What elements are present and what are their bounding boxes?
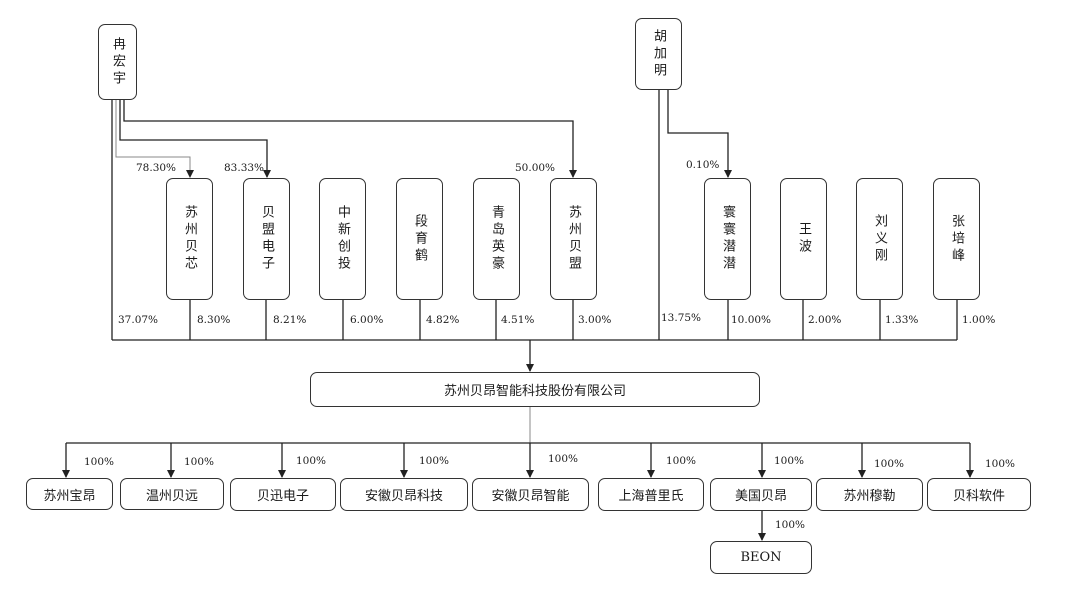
subsidiary-shanghai-pulishi: 上海普里氏 <box>598 478 704 511</box>
pct-sub-beon: 100% <box>775 519 806 531</box>
subsidiary-suzhou-muqin: 苏州穆勒 <box>816 478 923 511</box>
pct-sub-us: 100% <box>774 455 805 467</box>
shareholder-duan-yuhe: 段育鹤 <box>396 178 443 300</box>
pct-ran-to-beixin: 78.30% <box>136 162 177 174</box>
pct-sub-baoang: 100% <box>84 456 115 468</box>
pct-hu-direct: 13.75% <box>661 312 702 324</box>
pct-zhongxin: 6.00% <box>350 314 384 326</box>
pct-ran-direct: 37.07% <box>118 314 159 326</box>
pct-hu-to-qianqian: 0.10% <box>686 159 720 171</box>
subsidiary-beon: BEON <box>710 541 812 574</box>
subsidiary-beixun-dianzi: 贝迅电子 <box>230 478 336 511</box>
shareholder-ran-hongyu: 冉宏宇 <box>98 24 137 100</box>
subsidiary-us-beiang: 美国贝昂 <box>710 478 812 511</box>
shareholder-zhongxin-chuangtou: 中新创投 <box>319 178 366 300</box>
subsidiary-beike-ruanjian: 贝科软件 <box>927 478 1031 511</box>
pct-sub-muqin: 100% <box>874 458 905 470</box>
subsidiary-anhui-beiang-tech: 安徽贝昂科技 <box>340 478 468 511</box>
shareholder-qingdao-yinghao: 青岛英豪 <box>473 178 520 300</box>
subsidiary-anhui-beiang-smart: 安徽贝昂智能 <box>472 478 589 511</box>
pct-zhangpeifeng: 1.00% <box>962 314 996 326</box>
shareholder-qianqian: 寰寰潜潜 <box>704 178 751 300</box>
shareholder-suzhou-beimeng: 苏州贝盟 <box>550 178 597 300</box>
pct-ran-to-suzhou-beimeng: 50.00% <box>515 162 556 174</box>
pct-sub-anhui-tech: 100% <box>419 455 450 467</box>
pct-suzhou-beimeng: 3.00% <box>578 314 612 326</box>
shareholder-liu-yigang: 刘义刚 <box>856 178 903 300</box>
pct-beimeng-dianzi: 8.21% <box>273 314 307 326</box>
pct-ran-to-beimeng-dianzi: 83.33% <box>224 162 265 174</box>
shareholder-zhang-peifeng: 张培峰 <box>933 178 980 300</box>
pct-sub-beiyuan: 100% <box>184 456 215 468</box>
pct-qingdao: 4.51% <box>501 314 535 326</box>
shareholder-suzhou-beixin: 苏州贝芯 <box>166 178 213 300</box>
shareholder-hu-jiaming: 胡加明 <box>635 18 682 90</box>
shareholder-wang-bo: 王波 <box>780 178 827 300</box>
pct-sub-software: 100% <box>985 458 1016 470</box>
subsidiary-suzhou-baoang: 苏州宝昂 <box>26 478 113 510</box>
pct-wangbo: 2.00% <box>808 314 842 326</box>
pct-sub-puli: 100% <box>666 455 697 467</box>
shareholder-beimeng-dianzi: 贝盟电子 <box>243 178 290 300</box>
pct-beixin: 8.30% <box>197 314 231 326</box>
pct-duanyuhe: 4.82% <box>426 314 460 326</box>
pct-sub-beixun: 100% <box>296 455 327 467</box>
company-box: 苏州贝昂智能科技股份有限公司 <box>310 372 760 407</box>
pct-sub-anhui-smart: 100% <box>548 453 579 465</box>
pct-liuyigang: 1.33% <box>885 314 919 326</box>
subsidiary-wenzhou-beiyuan: 温州贝远 <box>120 478 224 510</box>
pct-qianqian: 10.00% <box>731 314 772 326</box>
